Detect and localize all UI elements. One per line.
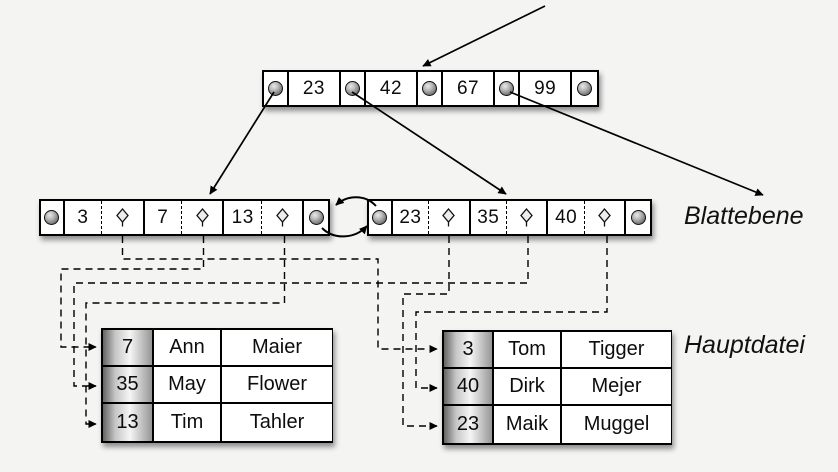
node-pointer-icon [344,81,360,96]
record-pointer-diamond-icon [520,208,534,227]
record-first-name: Tim [154,404,222,441]
record-last-name: Maier [222,330,332,367]
leaf-record-pointer-cell [102,201,145,234]
leaf-record-pointer-cell [429,201,471,234]
record-key: 35 [103,367,154,404]
leaf-key-cell: 35 [470,201,508,234]
leaf-level-label: Blattebene [684,202,804,230]
leaf-pointer-cell [626,201,650,234]
record-key: 3 [444,332,494,369]
record-first-name: Ann [154,330,222,367]
root-node: 23 42 67 99 [262,70,599,107]
root-to-next-leaf-arrow [509,91,764,196]
record-key: 13 [103,404,154,441]
record-last-name: Tigger [562,332,671,369]
leaf-key: 13 [231,206,254,228]
leaf-key-cell: 23 [392,201,430,234]
root-pointer-cell [341,72,366,105]
main-file-table-right: 3 Tom Tigger 40 Dirk Mejer 23 Maik Mugge… [442,330,672,445]
root-key: 67 [456,77,480,99]
node-pointer-icon [577,81,593,96]
leaf-record-pointer-cell [507,201,549,234]
incoming-root-arrow [422,5,546,67]
root-key-cell: 42 [365,72,419,105]
root-pointer-cell [495,72,520,105]
record-key: 40 [444,369,494,406]
record-pointer-diamond-icon [195,208,209,227]
leaf-record-pointer-cell [584,201,627,234]
record-first-name: Maik [494,406,562,443]
leaf-key: 40 [555,206,578,228]
leaf-key: 3 [77,206,89,228]
node-pointer-icon [44,210,60,225]
root-to-left-leaf-arrow [209,91,275,195]
leaf-pointer-cell [41,201,65,234]
root-to-right-leaf-arrow [351,91,507,195]
root-pointer-cell [418,72,443,105]
leaf-pointer-cell [304,201,329,234]
leaf-record-pointer-cell [261,201,305,234]
record-last-name: Flower [222,367,332,404]
record-first-name: Dirk [494,369,562,406]
leaf-key: 35 [477,206,500,228]
record-last-name: Tahler [222,404,332,441]
node-pointer-icon [372,210,388,225]
leaf-key-cell: 40 [548,201,585,234]
node-pointer-icon [630,210,646,225]
root-key: 23 [302,77,325,99]
record-pointer-diamond-icon [598,208,611,227]
record-last-name: Mejer [562,369,671,406]
root-key: 42 [379,77,403,99]
leaf-key: 7 [157,206,169,228]
record-first-name: Tom [494,332,562,369]
record-key: 7 [103,330,154,367]
leaf-key-cell: 13 [224,201,262,234]
record-pointer-diamond-icon [275,208,289,227]
main-file-label: Hauptdatei [684,331,805,359]
root-key-cell: 99 [519,72,573,105]
main-file-table-left: 7 Ann Maier 35 May Flower 13 Tim Tahler [101,328,333,443]
node-pointer-icon [308,210,324,225]
root-pointer-cell [264,72,289,105]
record-pointer-diamond-icon [442,208,456,227]
record-key: 23 [444,406,494,443]
leaf-node-left: 3 7 13 [39,199,330,236]
record-first-name: May [154,367,222,404]
leaf-node-right: 23 35 40 [367,199,652,236]
node-pointer-icon [267,81,283,96]
root-key-cell: 67 [442,72,496,105]
leaf-key-cell: 7 [144,201,183,234]
record-pointer-diamond-icon [116,208,129,227]
leaf-pointer-cell [369,201,393,234]
leaf-key-cell: 3 [64,201,103,234]
root-pointer-cell [572,72,597,105]
record-last-name: Muggel [562,406,671,443]
node-pointer-icon [499,81,515,96]
root-key-cell: 23 [288,72,342,105]
leaf-record-pointer-cell [182,201,225,234]
leaf-key: 23 [399,206,422,228]
root-key: 99 [534,77,557,99]
node-pointer-icon [422,81,438,96]
